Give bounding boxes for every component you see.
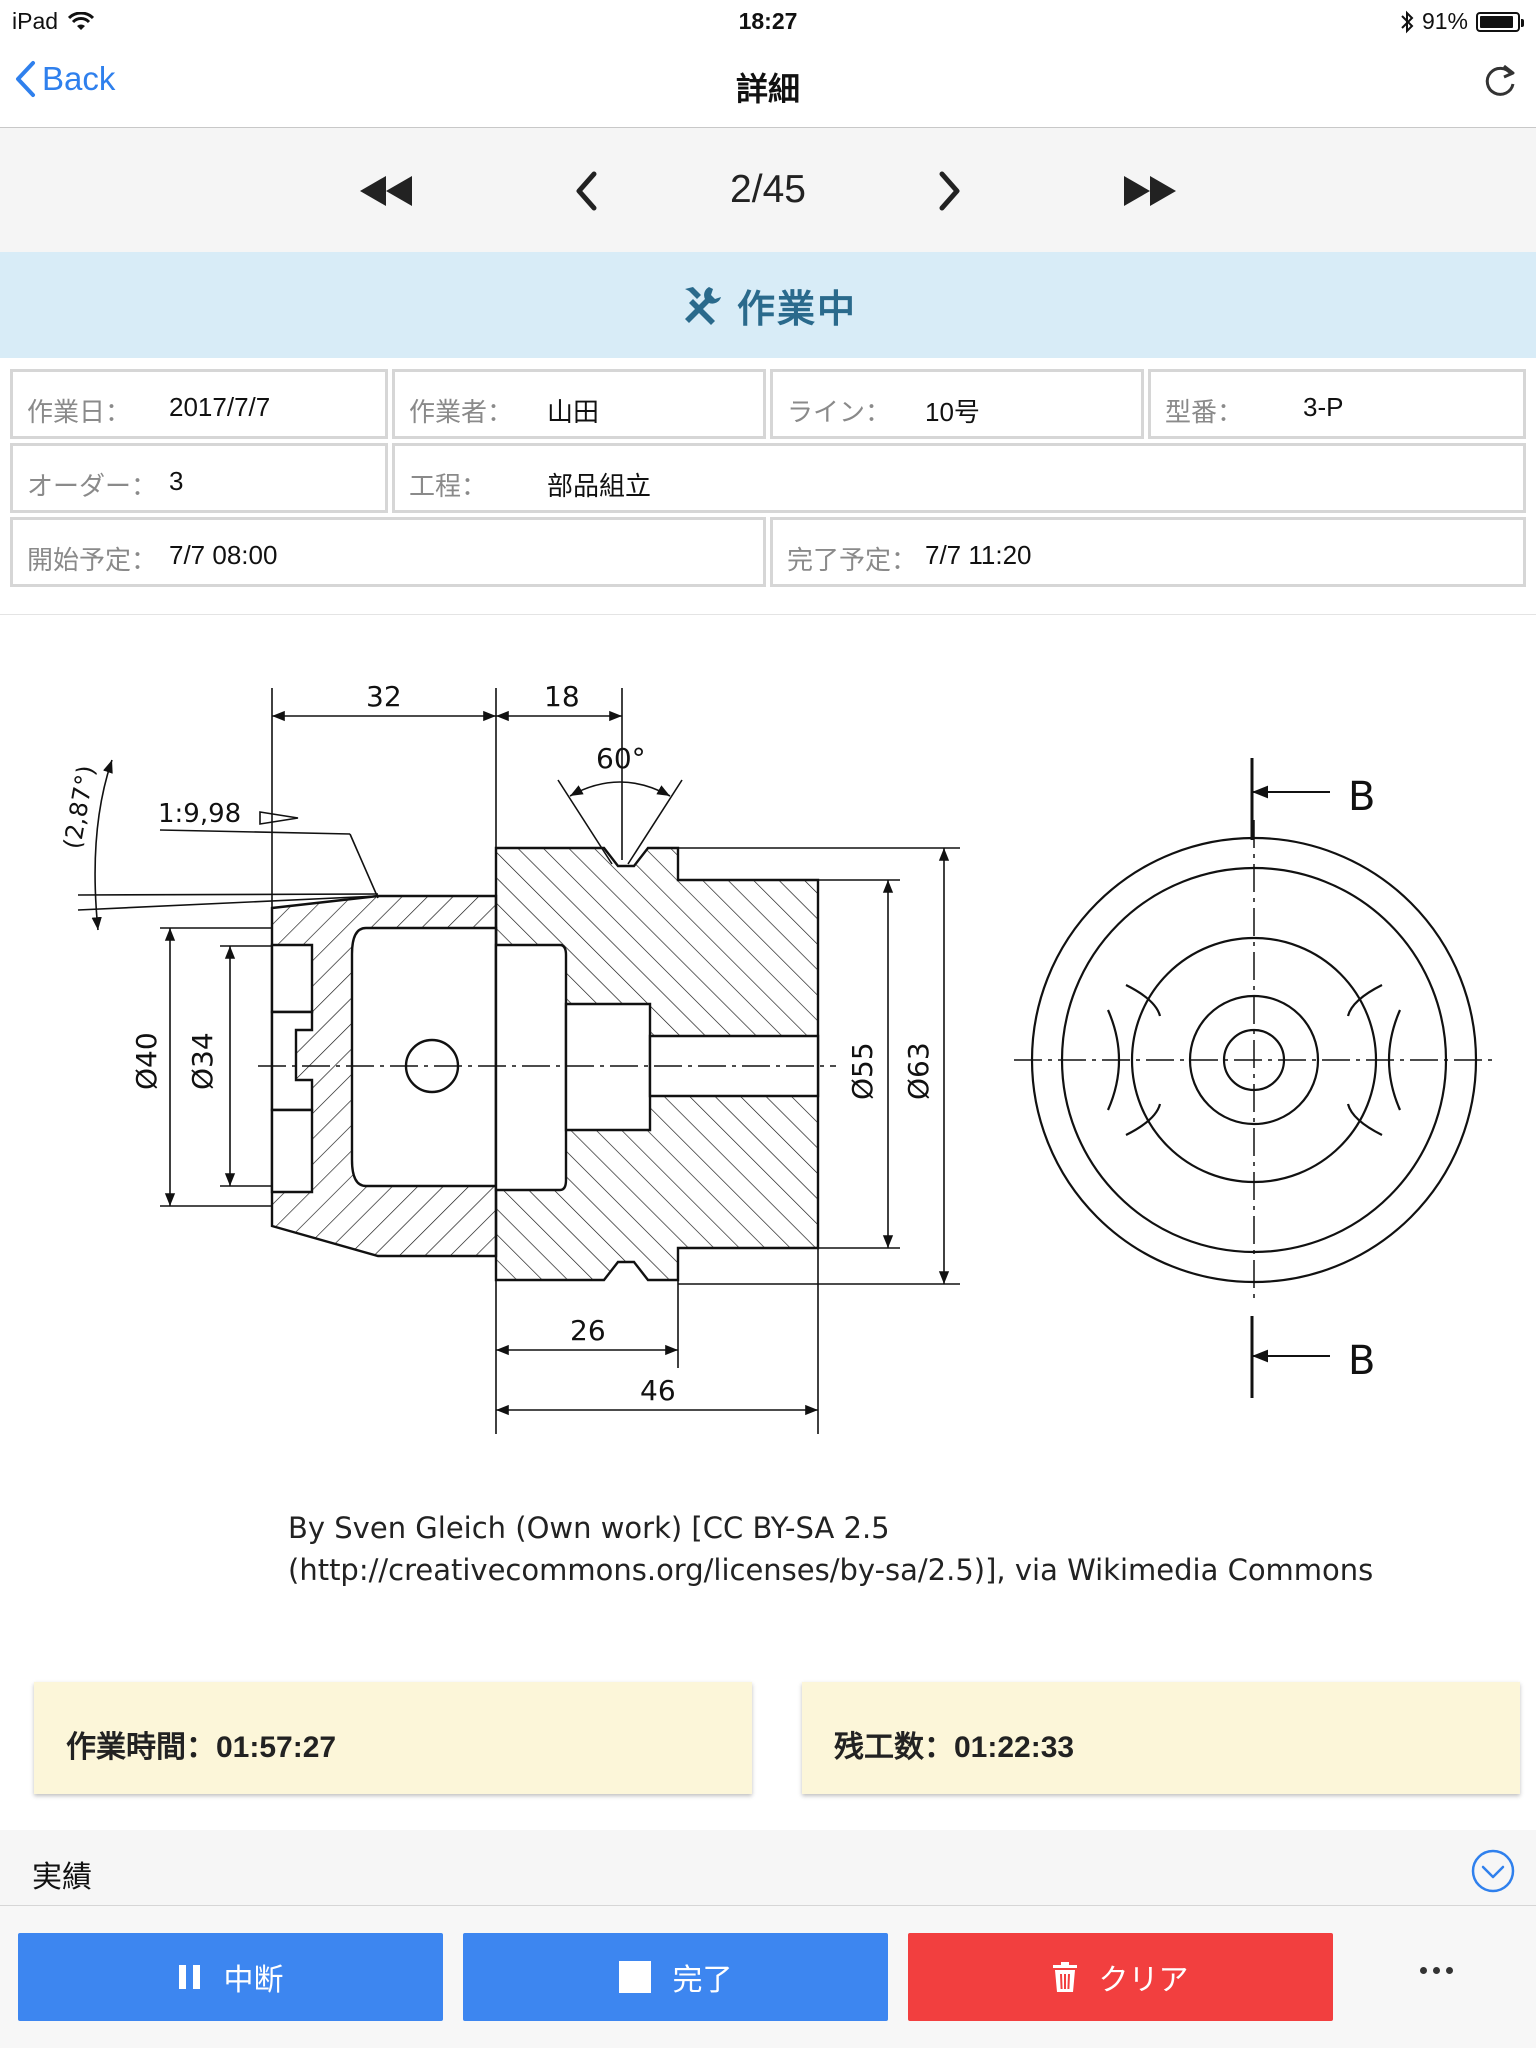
chevron-left-icon bbox=[16, 61, 35, 97]
order-value: 3 bbox=[169, 466, 184, 496]
battery-percent: 91% bbox=[1421, 8, 1468, 34]
section-label-top: B bbox=[1348, 774, 1375, 820]
pause-icon bbox=[178, 1965, 200, 1989]
end-view bbox=[1014, 758, 1494, 1398]
process-cell: 工程： 部品組立 bbox=[392, 443, 1526, 513]
planned-end-value: 7/7 11:20 bbox=[925, 540, 1032, 570]
dot-icon bbox=[1419, 1966, 1427, 1974]
dim-26: 26 bbox=[570, 1314, 606, 1347]
order-label: オーダー： bbox=[27, 471, 158, 501]
line-cell: ライン： 10号 bbox=[770, 369, 1144, 439]
remaining-card: 残工数：01:22:33 bbox=[802, 1682, 1520, 1794]
pause-button[interactable]: 中断 bbox=[18, 1933, 443, 2021]
line-label: ライン： bbox=[787, 397, 892, 427]
drawing-credit-line1: By Sven Gleich (Own work) [CC BY-SA 2.5 bbox=[288, 1511, 890, 1545]
dimension-lines bbox=[77, 688, 960, 1434]
planned-start-label: 開始予定： bbox=[27, 545, 158, 575]
back-button[interactable]: Back bbox=[14, 60, 115, 98]
rewind-icon bbox=[360, 176, 412, 206]
previous-page-button[interactable] bbox=[556, 166, 616, 216]
dot-icon bbox=[1432, 1966, 1440, 1974]
results-section[interactable]: 実績 bbox=[0, 1830, 1536, 1906]
planned-start-cell: 開始予定： 7/7 08:00 bbox=[10, 517, 766, 587]
dim-dia-63: Ø63 bbox=[902, 1042, 935, 1100]
clear-button[interactable]: クリア bbox=[908, 1933, 1333, 2021]
worker-cell: 作業者： 山田 bbox=[392, 369, 766, 439]
work-date-cell: 作業日： 2017/7/7 bbox=[10, 369, 388, 439]
model-label: 型番： bbox=[1165, 397, 1244, 427]
page-indicator: 2/45 bbox=[730, 168, 806, 211]
page-title: 詳細 bbox=[735, 71, 800, 107]
drawing-credit-line2: (http://creativecommons.org/licenses/by-… bbox=[288, 1553, 1373, 1587]
planned-start-value: 7/7 08:00 bbox=[169, 540, 278, 570]
more-options-button[interactable] bbox=[1408, 1950, 1464, 1990]
chevron-down-icon[interactable] bbox=[1470, 1848, 1516, 1894]
dim-46: 46 bbox=[640, 1374, 676, 1407]
bottom-toolbar: 中断 完了 クリア bbox=[0, 1906, 1536, 2048]
navigation-bar: Back 詳細 bbox=[0, 40, 1536, 128]
next-page-button[interactable] bbox=[920, 166, 980, 216]
technical-drawing: 32 18 60° 1:9,98 (2,87°) Ø40 Ø34 Ø55 Ø63… bbox=[0, 616, 1536, 1646]
dim-dia-34: Ø34 bbox=[186, 1032, 219, 1090]
order-cell: オーダー： 3 bbox=[10, 443, 388, 513]
divider bbox=[0, 614, 1536, 615]
model-value: 3-P bbox=[1303, 392, 1344, 422]
pause-label: 中断 bbox=[223, 1964, 284, 1997]
battery-icon bbox=[1476, 11, 1524, 32]
wifi-icon bbox=[68, 11, 95, 30]
complete-label: 完了 bbox=[672, 1964, 733, 1997]
planned-end-cell: 完了予定： 7/7 11:20 bbox=[770, 517, 1526, 587]
remaining-text: 残工数：01:22:33 bbox=[834, 1731, 1075, 1764]
results-title: 実績 bbox=[32, 1861, 92, 1894]
tools-icon bbox=[684, 287, 721, 325]
dot-icon bbox=[1445, 1966, 1453, 1974]
dim-32: 32 bbox=[366, 680, 402, 713]
complete-button[interactable]: 完了 bbox=[463, 1933, 888, 2021]
line-value: 10号 bbox=[925, 397, 980, 427]
clock: 18:27 bbox=[738, 8, 798, 34]
stop-icon bbox=[618, 1961, 651, 1993]
work-time-text: 作業時間：01:57:27 bbox=[66, 1731, 337, 1764]
work-date-value: 2017/7/7 bbox=[169, 392, 271, 422]
chevron-left-icon bbox=[576, 171, 597, 211]
dim-18: 18 bbox=[544, 680, 580, 713]
status-banner: 作業中 bbox=[0, 252, 1536, 358]
worker-label: 作業者： bbox=[409, 397, 514, 427]
process-value: 部品組立 bbox=[547, 471, 652, 501]
dimension-labels: 32 18 60° 1:9,98 (2,87°) Ø40 Ø34 Ø55 Ø63… bbox=[58, 680, 935, 1407]
dim-dia-40: Ø40 bbox=[130, 1032, 163, 1090]
chevron-right-icon bbox=[939, 171, 960, 211]
reload-icon[interactable] bbox=[1480, 62, 1520, 102]
drawing-canvas: 32 18 60° 1:9,98 (2,87°) Ø40 Ø34 Ø55 Ø63… bbox=[58, 680, 1494, 1587]
process-label: 工程： bbox=[409, 471, 488, 501]
device-name: iPad bbox=[12, 8, 59, 34]
first-page-button[interactable] bbox=[356, 166, 416, 216]
dim-60-deg: 60° bbox=[596, 742, 646, 775]
clear-label: クリア bbox=[1098, 1964, 1189, 1997]
work-date-label: 作業日： bbox=[27, 397, 132, 427]
pager: 2/45 bbox=[0, 128, 1536, 252]
dim-dia-55: Ø55 bbox=[846, 1042, 879, 1100]
trash-icon bbox=[1052, 1962, 1077, 1992]
planned-end-label: 完了予定： bbox=[787, 545, 918, 575]
section-label-bottom: B bbox=[1348, 1338, 1375, 1384]
section-view bbox=[270, 846, 820, 1282]
bluetooth-icon bbox=[1401, 10, 1414, 33]
model-cell: 型番： 3-P bbox=[1148, 369, 1526, 439]
work-time-card: 作業時間：01:57:27 bbox=[34, 1682, 752, 1794]
fast-forward-icon bbox=[1124, 176, 1176, 206]
dim-taper: 1:9,98 bbox=[158, 799, 241, 829]
status-label: 作業中 bbox=[736, 288, 857, 331]
last-page-button[interactable] bbox=[1120, 166, 1180, 216]
back-label: Back bbox=[42, 60, 116, 97]
status-bar: iPad 18:27 91% bbox=[0, 0, 1536, 40]
dim-taper-angle: (2,87°) bbox=[58, 763, 100, 851]
worker-value: 山田 bbox=[547, 397, 600, 427]
